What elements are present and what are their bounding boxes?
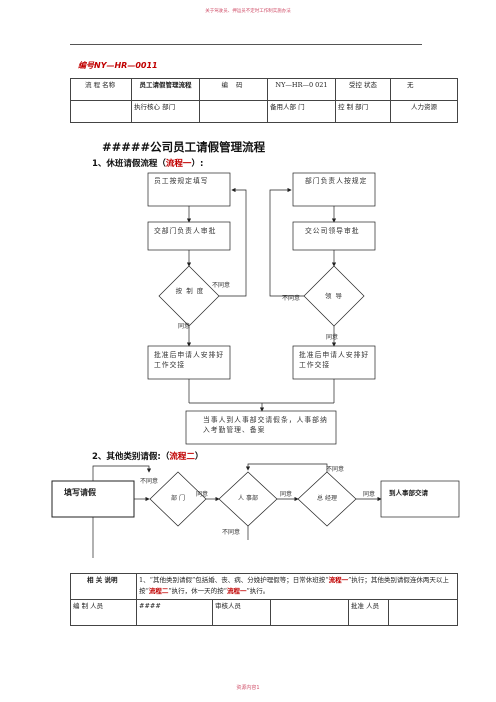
approver-value bbox=[387, 599, 459, 626]
controlled-value: 无 bbox=[390, 78, 458, 101]
disagree-right-label: 不同意 bbox=[282, 295, 301, 302]
disagree-bottom-label: 不同意 bbox=[222, 529, 241, 536]
box-dept-head-fill: 部门负责人按规定 bbox=[305, 177, 368, 185]
disagree-top-left-label: 不同意 bbox=[140, 478, 159, 485]
diamond-dept-label: 部 门 bbox=[171, 495, 185, 502]
related-notes-label: 相 关 说明 bbox=[70, 573, 137, 600]
agree-3-label: 同意 bbox=[363, 491, 376, 498]
disagree-left-label: 不同意 bbox=[212, 282, 231, 289]
reviewer-value bbox=[270, 599, 349, 626]
box-hr-frame bbox=[185, 410, 337, 445]
agree-1-label: 同意 bbox=[196, 491, 209, 498]
box-end-frame bbox=[380, 480, 460, 518]
header-divider bbox=[70, 44, 422, 45]
diamond-dept-frame bbox=[149, 471, 207, 527]
flow2-heading: 2、其他类别请假:（流程二） bbox=[92, 452, 204, 462]
document-number: 编号NY—HR—0011 bbox=[78, 61, 158, 70]
author-label: 编 制 人员 bbox=[70, 599, 137, 626]
diamond-left-label: 按 制 度 bbox=[175, 287, 205, 295]
control-dept-value: 人力资源 bbox=[390, 100, 458, 123]
diamond-hr-label: 人 事部 bbox=[238, 495, 258, 502]
author-value: #### bbox=[136, 599, 213, 626]
box-end: 到人事部交请 bbox=[389, 489, 428, 497]
page-title: #####公司员工请假管理流程 bbox=[102, 140, 266, 154]
process-name-label: 流 程 名称 bbox=[70, 78, 132, 101]
reviewer-label: 审核人员 bbox=[212, 599, 271, 626]
flow1-heading: 1、休班请假流程（流程一）: bbox=[92, 159, 204, 169]
header-note: 关于驾驶员、押运员不定时工作制实施办法 bbox=[205, 9, 291, 14]
process-info-table: 流 程 名称 员工请假管理流程 编 码 NY—HR—0 021 受控 状态 无 … bbox=[70, 78, 458, 123]
box-hr: 当事人到人事部交请假条，人事部纳入考勤管理、备案 bbox=[203, 416, 328, 434]
notes-table: 相 关 说明 1、“其他类别请假”包括婚、丧、病、分娩护理假等；日常休班按“流程… bbox=[70, 573, 459, 626]
agree-left-label: 同意 bbox=[178, 323, 191, 330]
agree-right-label: 同意 bbox=[326, 334, 339, 341]
disagree-top-right-label: 不同意 bbox=[326, 466, 345, 473]
approver-label: 批准 人员 bbox=[348, 599, 389, 626]
diamond-right-label: 领 导 bbox=[324, 292, 344, 300]
box-approved-left: 批准后申请人安排好工作交接 bbox=[154, 351, 225, 369]
exec-dept-label: 执行核心 部门 bbox=[131, 100, 200, 123]
related-notes-text: 1、“其他类别请假”包括婚、丧、病、分娩护理假等；日常休班按“流程一”执行；其他… bbox=[135, 573, 459, 600]
box-leader: 交公司领导审批 bbox=[305, 227, 360, 235]
box-approved-right: 批准后申请人安排好工作交接 bbox=[299, 351, 370, 369]
diamond-gm-frame bbox=[297, 471, 357, 527]
diamond-gm-label: 总 经理 bbox=[317, 495, 337, 502]
box-apply: 员工按规定填写 bbox=[154, 177, 209, 185]
box-start: 填写请假 bbox=[64, 488, 96, 497]
box-dept-head: 交部门负责人审批 bbox=[154, 227, 217, 235]
page-footer: 资源内容1 bbox=[236, 685, 260, 691]
agree-2-label: 同意 bbox=[280, 491, 293, 498]
